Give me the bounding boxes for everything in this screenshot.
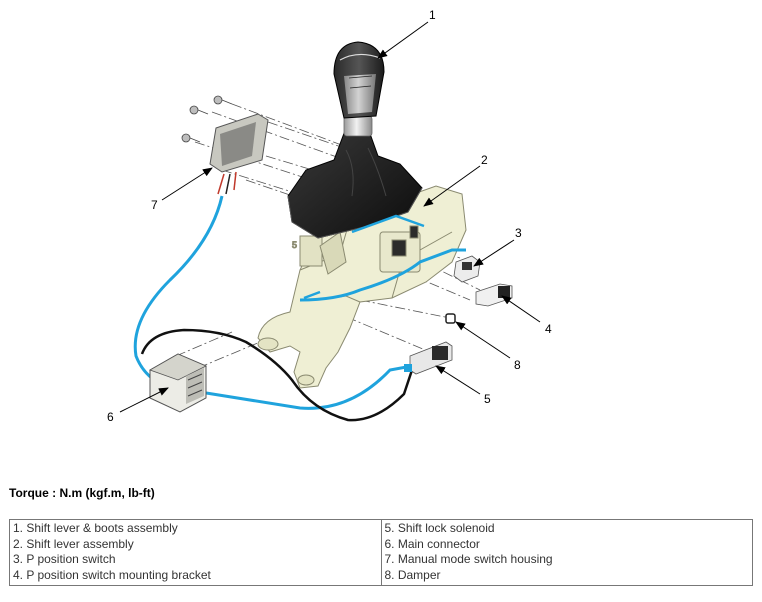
leader-1 bbox=[377, 21, 429, 59]
parts-row: 1. Shift lever & boots assembly 2. Shift… bbox=[9, 519, 753, 586]
shift-lever-boot bbox=[287, 127, 423, 239]
part-item: 1. Shift lever & boots assembly bbox=[13, 521, 178, 535]
part-item: 8. Damper bbox=[384, 567, 441, 582]
callout-6: 6 bbox=[107, 410, 114, 424]
damper bbox=[445, 313, 456, 324]
parts-list-table: 1. Shift lever & boots assembly 2. Shift… bbox=[9, 519, 753, 586]
part-item: 2. Shift lever assembly bbox=[13, 536, 134, 551]
screw-icon-3 bbox=[181, 133, 201, 143]
part-item: 5. Shift lock solenoid bbox=[384, 521, 495, 535]
blue-wire-inner bbox=[303, 214, 425, 300]
callout-2: 2 bbox=[481, 153, 488, 167]
leader-6 bbox=[119, 387, 169, 413]
callout-3: 3 bbox=[515, 226, 522, 240]
black-wire-harness bbox=[140, 328, 414, 422]
shift-lever-exploded-diagram: 5 bbox=[107, 8, 552, 424]
shift-knob bbox=[333, 41, 385, 137]
callout-8: 8 bbox=[514, 358, 521, 372]
parts-column-right: 5. Shift lock solenoid 6. Main connector… bbox=[380, 519, 753, 586]
callout-4: 4 bbox=[545, 322, 552, 336]
part-item: 6. Main connector bbox=[384, 536, 480, 551]
part-item: 7. Manual mode switch housing bbox=[384, 552, 553, 566]
manual-mode-switch-housing bbox=[209, 113, 269, 195]
svg-text:5: 5 bbox=[292, 240, 297, 250]
shift-lever-housing: 5 bbox=[257, 185, 467, 389]
main-connector bbox=[149, 353, 207, 413]
callout-7: 7 bbox=[151, 198, 158, 212]
leader-2 bbox=[423, 165, 481, 207]
screw-icon-2 bbox=[213, 95, 233, 105]
leader-7 bbox=[161, 167, 213, 201]
part-item: 3. P position switch bbox=[13, 552, 116, 566]
callout-1: 1 bbox=[429, 8, 436, 22]
p-position-switch-bracket bbox=[475, 283, 513, 307]
callout-5: 5 bbox=[484, 392, 491, 406]
leader-4 bbox=[501, 295, 541, 323]
torque-note: Torque : N.m (kgf.m, lb-ft) bbox=[9, 486, 155, 500]
p-position-switch bbox=[453, 255, 481, 283]
part-item: 4. P position switch mounting bracket bbox=[13, 567, 211, 582]
leader-lines bbox=[119, 21, 541, 413]
leader-8 bbox=[455, 321, 511, 359]
parts-column-left: 1. Shift lever & boots assembly 2. Shift… bbox=[9, 519, 382, 586]
leader-5 bbox=[435, 365, 481, 395]
shift-lock-solenoid bbox=[404, 341, 453, 375]
leader-3 bbox=[473, 239, 515, 267]
screw-icon-1 bbox=[189, 105, 209, 115]
screws bbox=[181, 95, 233, 143]
